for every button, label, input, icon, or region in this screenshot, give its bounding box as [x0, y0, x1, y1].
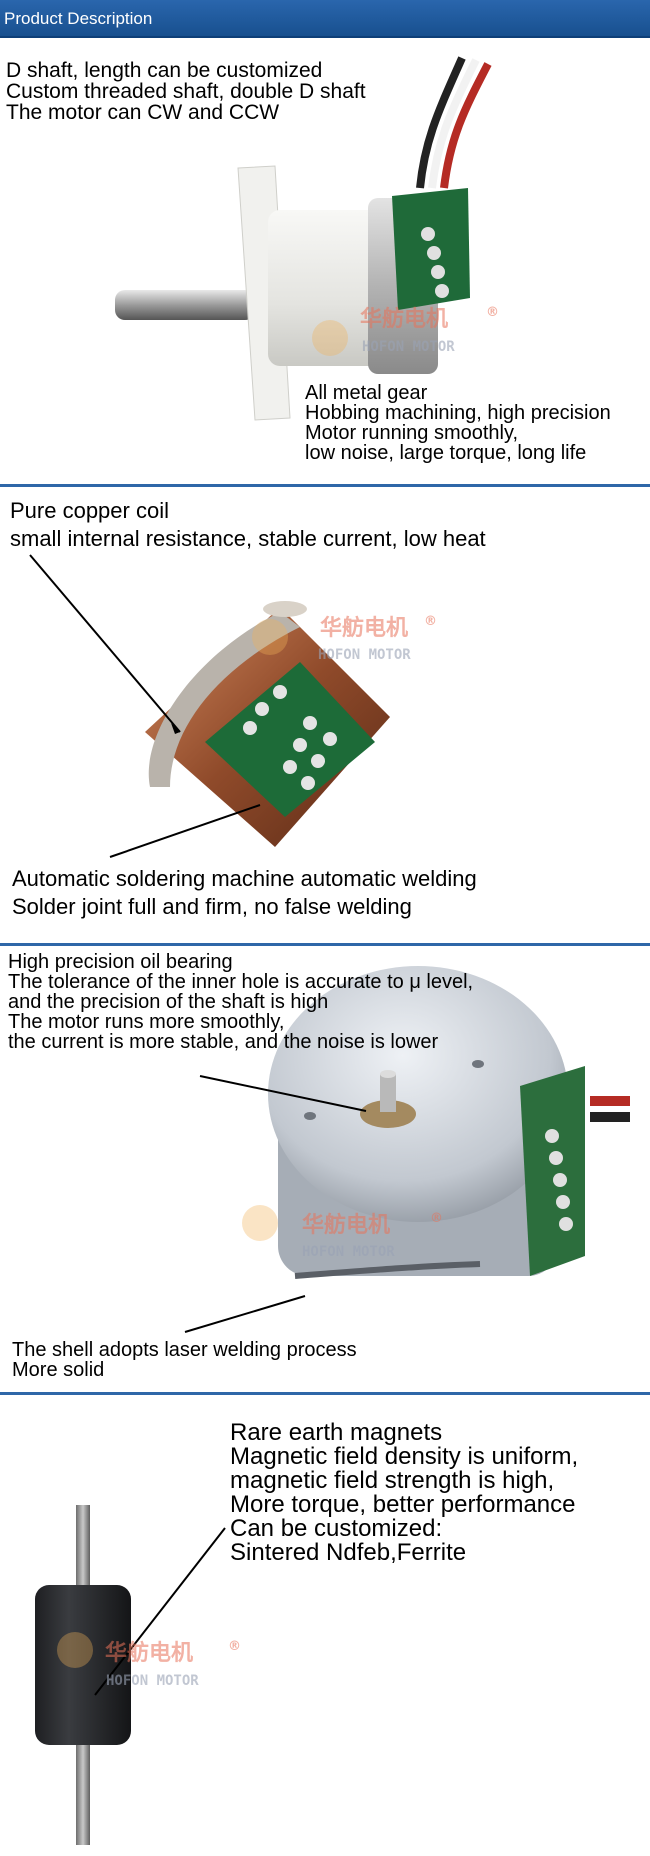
section-divider [0, 484, 650, 487]
watermark-en: HOFON MOTOR [318, 647, 411, 663]
text-line: Magnetic field density is uniform, [230, 1443, 579, 1470]
magnets-text: Rare earth magnets Magnetic field densit… [230, 1421, 578, 1565]
text-line: Pure copper coil [10, 498, 169, 523]
text-line: D shaft, length can be customized [6, 59, 323, 82]
gear-motor-top-text: D shaft, length can be customized Custom… [6, 60, 366, 123]
text-line: High precision oil bearing [8, 951, 233, 973]
text-line: and the precision of the shaft is high [8, 991, 329, 1013]
text-line: More solid [12, 1359, 105, 1381]
text-line: The tolerance of the inner hole is accur… [8, 971, 474, 993]
watermark-reg: ® [430, 1211, 443, 1226]
text-line: The shell adopts laser welding process [12, 1339, 357, 1361]
watermark-cn: 华舫电机 [105, 1640, 193, 1666]
text-line: More torque, better performance [230, 1491, 576, 1518]
text-line: All metal gear [305, 382, 428, 404]
watermark-reg: ® [486, 305, 499, 320]
section-gear-motor: 华舫电机 ® HOFON MOTOR D shaft, length can b… [0, 38, 650, 484]
gear-motor-bottom-text: All metal gear Hobbing machining, high p… [305, 383, 611, 463]
coil-top-text: Pure copper coil small internal resistan… [10, 497, 486, 552]
watermark-en: HOFON MOTOR [362, 339, 455, 355]
header-title: Product Description [4, 9, 153, 28]
watermark-en: HOFON MOTOR [106, 1673, 199, 1689]
section-divider [0, 943, 650, 946]
watermark-cn: 华舫电机 [360, 306, 448, 332]
text-line: The motor runs more smoothly, [8, 1011, 285, 1033]
text-line: magnetic field strength is high, [230, 1467, 555, 1494]
text-line: The motor can CW and CCW [6, 101, 280, 124]
watermark-reg: ® [228, 1639, 241, 1654]
coil-photo: 华舫电机 ® HOFON MOTOR [29, 554, 437, 858]
text-line: small internal resistance, stable curren… [10, 525, 486, 551]
text-line: Hobbing machining, high precision [305, 402, 611, 424]
bearing-bottom-text: The shell adopts laser welding process M… [12, 1340, 357, 1380]
bearing-top-text: High precision oil bearing The tolerance… [8, 952, 473, 1052]
section-oil-bearing: 华舫电机 ® HOFON MOTOR High precision oil be… [0, 946, 650, 1392]
text-line: Sintered Ndfeb,Ferrite [230, 1539, 467, 1566]
text-line: low noise, large torque, long life [305, 442, 587, 464]
text-line: Automatic soldering machine automatic we… [12, 866, 477, 891]
text-line: Custom threaded shaft, double D shaft [6, 80, 366, 103]
section-magnets: 华舫电机 ® HOFON MOTOR Rare earth magnets Ma… [0, 1395, 650, 1856]
section-header: Product Description [0, 0, 650, 38]
text-line: Can be customized: [230, 1515, 443, 1542]
watermark-cn: 华舫电机 [320, 615, 408, 641]
bearing-motor-photo: 华舫电机 ® HOFON MOTOR [184, 966, 630, 1333]
coil-bottom-text: Automatic soldering machine automatic we… [12, 865, 477, 920]
watermark-reg: ® [424, 614, 437, 629]
text-line: the current is more stable, and the nois… [8, 1031, 439, 1053]
gear-motor-photo: 华舫电机 ® HOFON MOTOR [115, 56, 499, 421]
section-divider [0, 1392, 650, 1395]
watermark-en: HOFON MOTOR [302, 1244, 395, 1260]
text-line: Solder joint full and firm, no false wel… [12, 893, 412, 919]
section-copper-coil: 华舫电机 ® HOFON MOTOR Pure copper coil smal… [0, 487, 650, 943]
magnet-rotor-photo: 华舫电机 ® HOFON MOTOR [35, 1505, 241, 1845]
text-line: Rare earth magnets [230, 1419, 443, 1446]
text-line: Motor running smoothly, [305, 422, 519, 444]
watermark-cn: 华舫电机 [302, 1212, 390, 1238]
